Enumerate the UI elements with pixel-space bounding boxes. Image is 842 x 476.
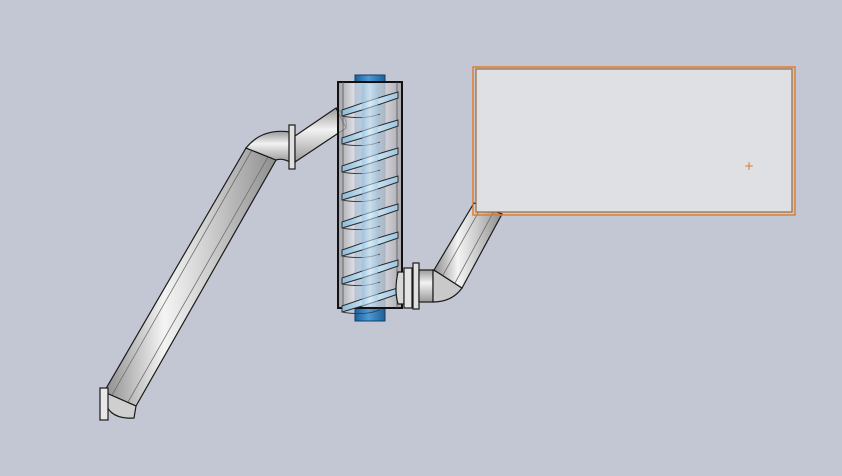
outlet-pipe-upper[interactable] <box>395 202 503 310</box>
screw-flight-edge <box>341 309 381 315</box>
origin-marker[interactable]: + <box>744 159 754 173</box>
inlet-hopper-box[interactable] <box>472 66 796 216</box>
inlet-pipe-lower[interactable] <box>99 107 347 421</box>
shaft-core <box>362 84 378 306</box>
